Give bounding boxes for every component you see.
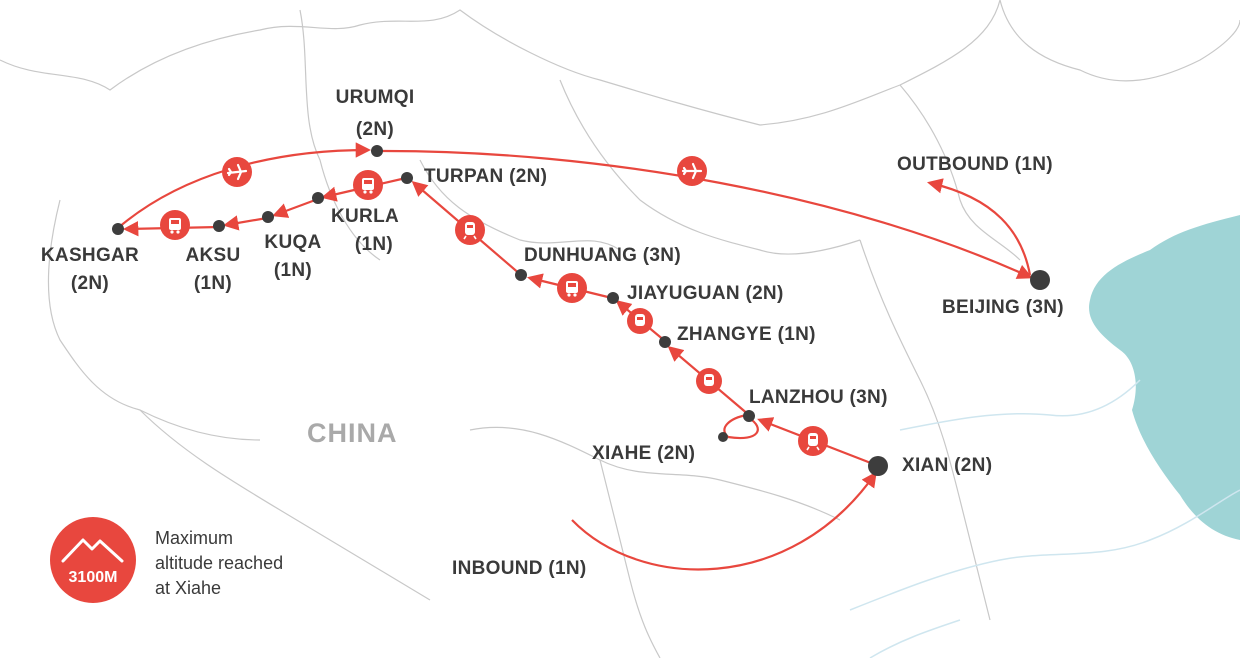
city-label-xiahe: XIAHE (2N): [592, 443, 696, 464]
route-lines: [117, 142, 1033, 571]
outbound-label: OUTBOUND (1N): [897, 154, 1053, 175]
bus-icon: [557, 273, 587, 303]
route-kurla-kuqa: [272, 197, 319, 218]
city-label-aksu: AKSU (1N): [178, 244, 248, 296]
train-icon: [696, 368, 722, 394]
route-inbound-xian: [571, 471, 877, 571]
route-kuqa-aksu: [222, 215, 268, 231]
city-label-lanzhou: LANZHOU (3N): [749, 387, 888, 408]
inbound-label: INBOUND (1N): [452, 558, 587, 579]
mountain-icon: [61, 538, 124, 563]
legend-line: at Xiahe: [155, 578, 222, 598]
legend-line: Maximum: [155, 528, 234, 548]
city-nights: (2N): [355, 119, 395, 140]
stop-dunhuang: [515, 269, 527, 281]
stop-jiayuguan: [607, 292, 619, 304]
route-lanzhou-xiahe: [727, 417, 759, 440]
legend-line: altitude reached: [155, 553, 284, 573]
route-urumqi-beijing: [377, 149, 1033, 279]
legend-text: Maximum altitude reached at Xiahe: [155, 526, 283, 601]
city-label-urumqi: URUMQI (2N): [330, 86, 420, 142]
stops: [112, 145, 1050, 476]
altitude-badge: 3100M: [50, 517, 136, 603]
city-name: KURLA: [331, 206, 399, 227]
country-label: CHINA: [307, 418, 398, 448]
stop-zhangye: [659, 336, 671, 348]
train-icon: [627, 308, 653, 334]
stop-kashgar: [112, 223, 124, 235]
city-nights: (2N): [70, 273, 110, 294]
city-name: AKSU: [185, 245, 241, 266]
train-icon: [798, 426, 828, 456]
plane-icon: [222, 157, 252, 187]
stop-aksu: [213, 220, 225, 232]
city-nights: (1N): [193, 273, 233, 294]
altitude-value: 3100M: [68, 569, 118, 586]
city-name: KASHGAR: [40, 245, 140, 266]
city-name: URUMQI: [335, 87, 415, 108]
city-label-xian: XIAN (2N): [902, 455, 993, 476]
stop-kurla: [312, 192, 324, 204]
city-label-zhangye: ZHANGYE (1N): [677, 324, 816, 345]
plane-icon: [677, 156, 707, 186]
city-nights: (1N): [354, 234, 394, 255]
city-nights: (1N): [273, 260, 313, 281]
city-name: KUQA: [264, 232, 322, 253]
train-icon: [455, 215, 485, 245]
bus-icon: [353, 170, 383, 200]
city-label-kashgar: KASHGAR (2N): [30, 244, 150, 296]
city-label-beijing: BEIJING (3N): [942, 297, 1064, 318]
stop-turpan: [401, 172, 413, 184]
bus-icon: [160, 210, 190, 240]
city-label-turpan: TURPAN (2N): [424, 166, 548, 187]
route-beijing-outbound: [926, 178, 1032, 276]
stop-lanzhou: [743, 410, 755, 422]
stop-kuqa: [262, 211, 274, 223]
sea: [1089, 215, 1240, 540]
city-label-kuqa: KUQA (1N): [258, 231, 328, 283]
city-label-jiayuguan: JIAYUGUAN (2N): [627, 283, 784, 304]
stop-xian: [868, 456, 888, 476]
stop-xiahe: [718, 432, 728, 442]
rivers: [849, 379, 1240, 658]
stop-beijing: [1030, 270, 1050, 290]
city-label-dunhuang: DUNHUANG (3N): [524, 245, 681, 266]
city-label-kurla: KURLA (1N): [320, 205, 410, 257]
stop-urumqi: [371, 145, 383, 157]
